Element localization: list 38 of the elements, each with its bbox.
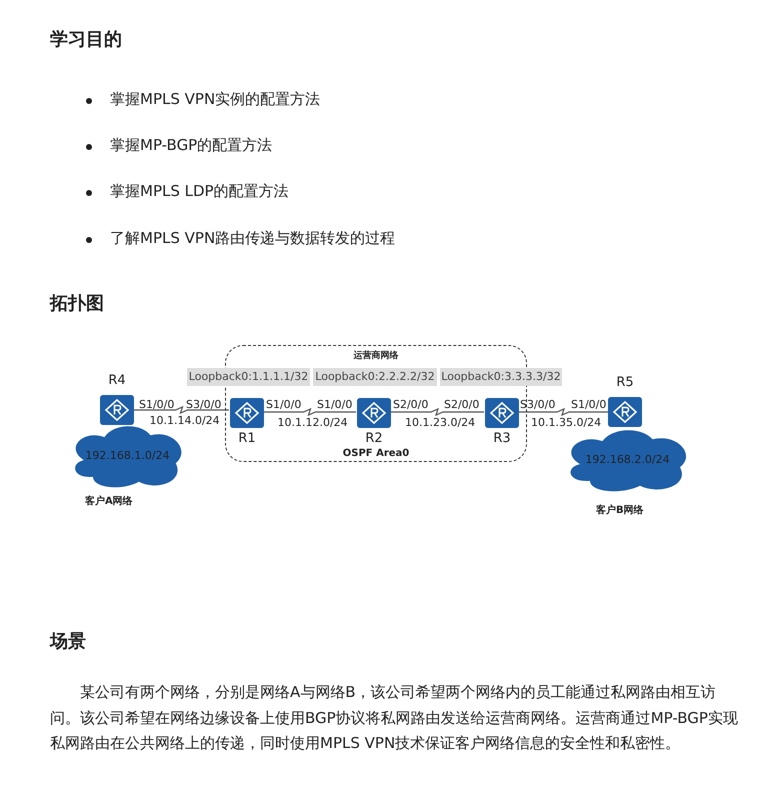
interface-label: S1/0/0 xyxy=(139,398,174,411)
section-heading: 拓扑图 xyxy=(50,292,104,315)
subnet-label: 10.1.35.0/24 xyxy=(530,416,602,429)
loopback-label: Loopback0:1.1.1.1/32 xyxy=(187,368,310,386)
network-caption: 客户B网络 xyxy=(596,503,644,517)
network-address: 192.168.1.0/24 xyxy=(84,449,171,462)
serial-link xyxy=(518,408,608,416)
interface-label: S1/0/0 xyxy=(571,398,606,411)
interface-label: S3/0/0 xyxy=(520,398,556,411)
serial-link xyxy=(390,408,484,416)
interface-label: S1/0/0 xyxy=(317,398,352,411)
region-title: 运营商网络 xyxy=(352,349,400,362)
list-item: 了解MPLS VPN路由传递与数据转发的过程 xyxy=(110,229,396,248)
subnet-label: 10.1.12.0/24 xyxy=(276,416,349,429)
list-item: 掌握MPLS VPN实例的配置方法 xyxy=(110,90,320,109)
network-caption: 客户A网络 xyxy=(85,494,133,508)
router-label: R3 xyxy=(493,431,511,446)
interface-label: S2/0/0 xyxy=(444,398,480,411)
section-heading: 场景 xyxy=(50,630,86,653)
interface-label: S3/0/0 xyxy=(186,398,222,411)
list-item: 掌握MPLS LDP的配置方法 xyxy=(110,182,289,201)
interface-label: S2/0/0 xyxy=(393,398,428,411)
section-heading: 学习目的 xyxy=(50,28,122,51)
router-label: R5 xyxy=(616,375,634,390)
list-item: 掌握MP-BGP的配置方法 xyxy=(110,136,272,155)
loopback-label: Loopback0:3.3.3.3/32 xyxy=(440,368,562,386)
loopback-label: Loopback0:2.2.2.2/32 xyxy=(313,368,437,386)
interface-label: S1/0/0 xyxy=(266,398,302,411)
region-label: OSPF Area0 xyxy=(342,448,410,459)
paragraph: 某公司有两个网络，分别是网络A与网络B，该公司希望两个网络内的员工能通过私网路由相互访问。该公司希望在网络边缘设备上使用BGP协议将私网路由发送给运营商网络。运营商通过MP-BGP实现私网路由在公共网络上的传递，同时使用MPLS VPN技术保证客户网络信息的安全性和私密性。 xyxy=(50,682,739,754)
router-label: R4 xyxy=(108,373,126,388)
router-label: R2 xyxy=(365,431,383,446)
router-label: R1 xyxy=(238,431,256,446)
subnet-label: 10.1.14.0/24 xyxy=(148,414,221,427)
network-address: 192.168.2.0/24 xyxy=(584,453,671,466)
serial-link xyxy=(263,408,356,416)
subnet-label: 10.1.23.0/24 xyxy=(404,416,476,429)
serial-link xyxy=(134,406,229,414)
